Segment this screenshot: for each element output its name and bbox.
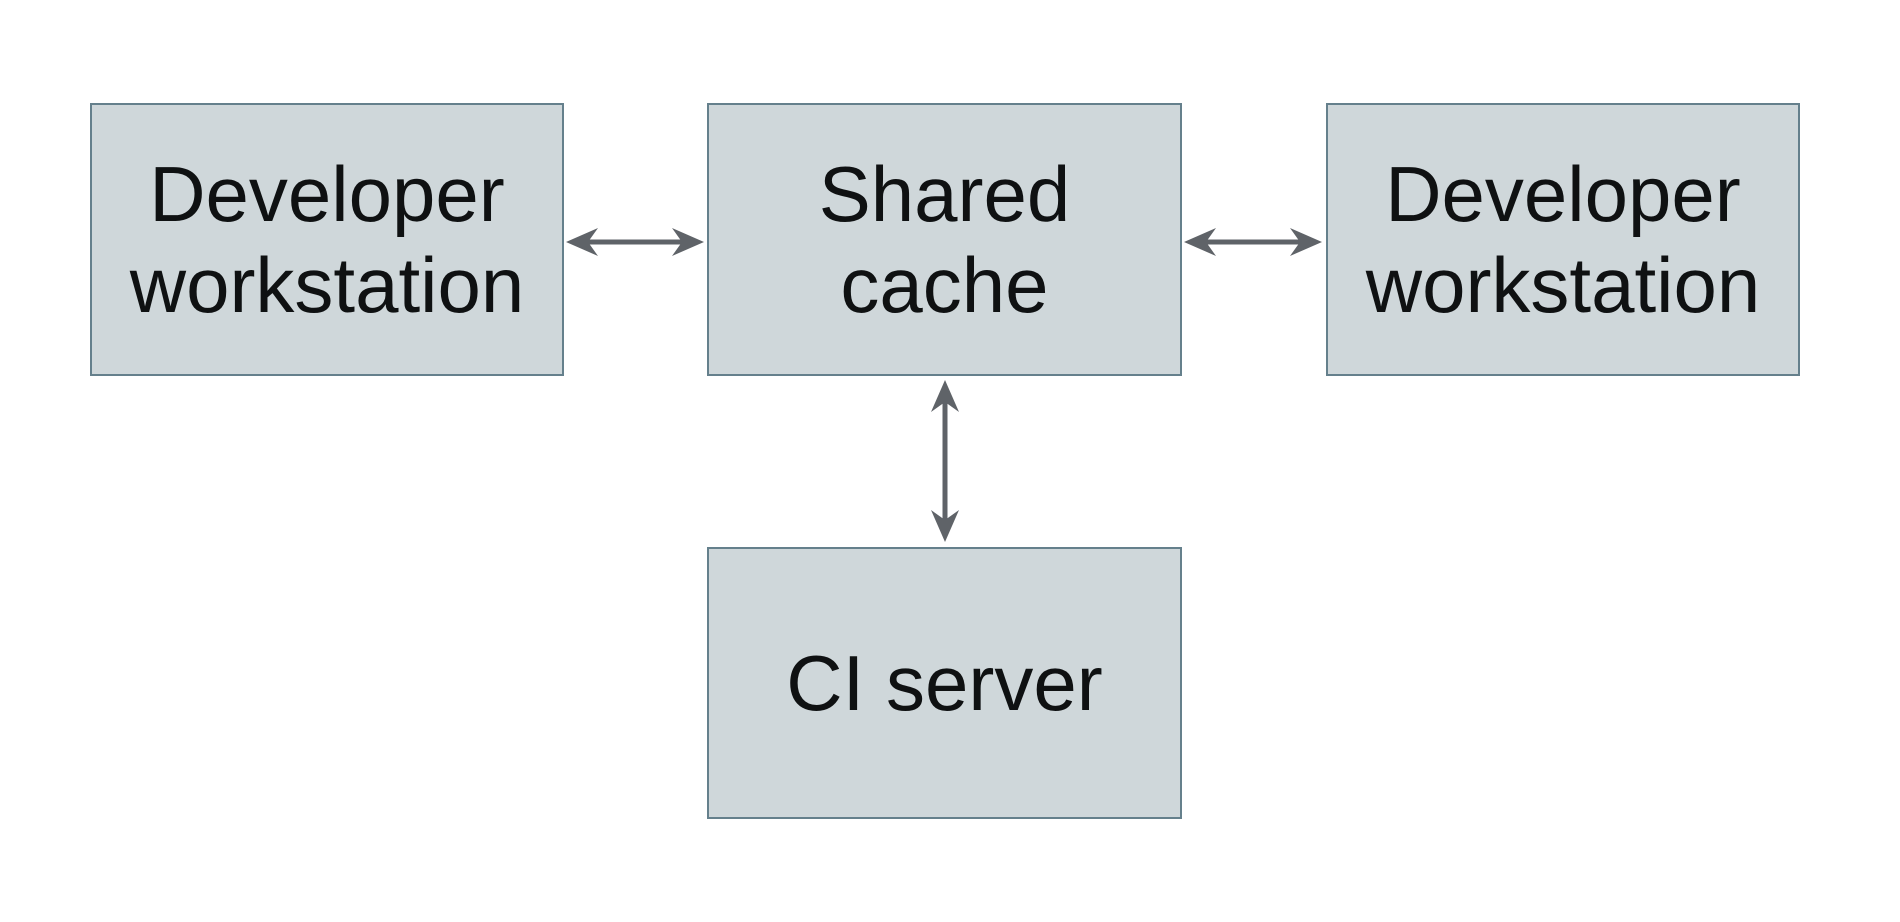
bidirectional-arrow-right-icon (1184, 228, 1322, 256)
node-developer-workstation-right: Developer workstation (1326, 103, 1800, 376)
node-label: Developer workstation (129, 150, 525, 329)
node-label: Shared cache (818, 150, 1071, 329)
node-label: CI server (786, 638, 1103, 727)
bidirectional-arrow-left-icon (566, 228, 704, 256)
node-label: Developer workstation (1365, 150, 1761, 329)
node-ci-server: CI server (707, 547, 1182, 819)
node-shared-cache: Shared cache (707, 103, 1182, 376)
bidirectional-arrow-vertical-icon (931, 380, 959, 542)
node-developer-workstation-left: Developer workstation (90, 103, 564, 376)
